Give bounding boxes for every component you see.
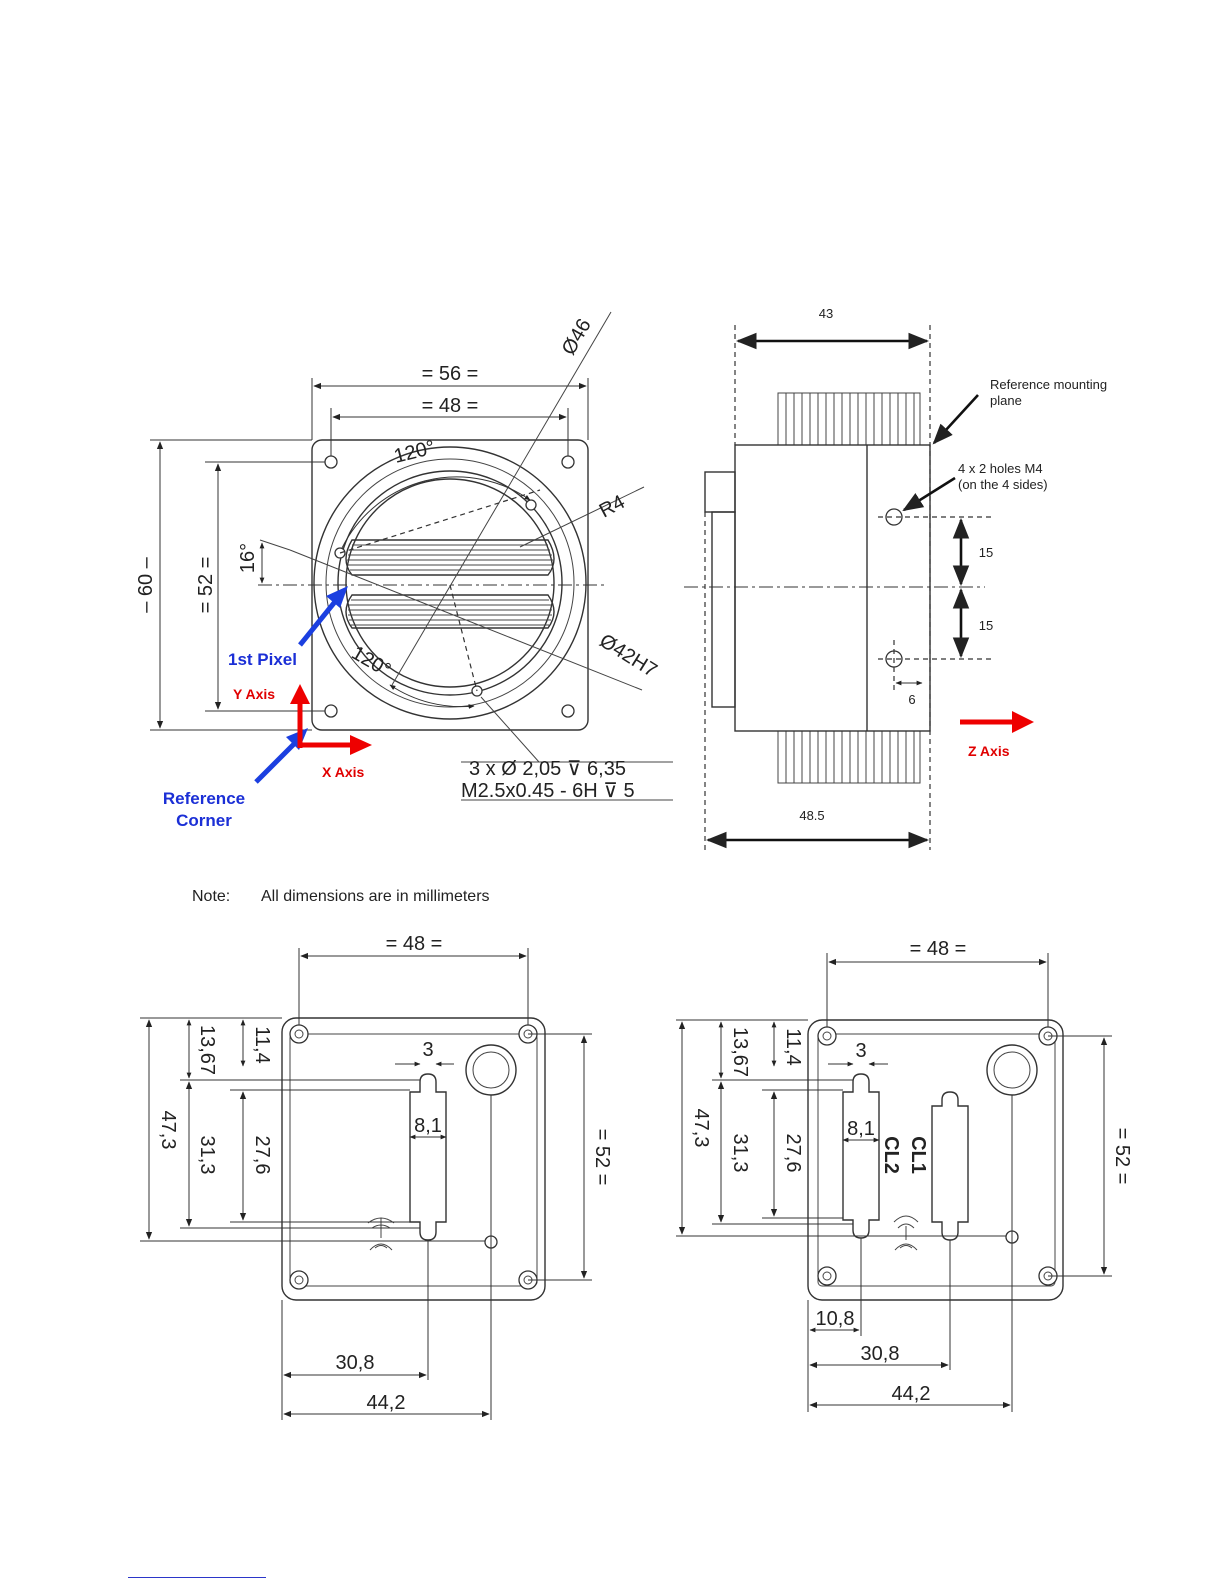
- z-axis-label: Z Axis: [968, 743, 1010, 759]
- note-text: All dimensions are in millimeters: [261, 888, 490, 905]
- threaded-hole: [525, 499, 537, 511]
- first-pixel-label: 1st Pixel: [228, 650, 297, 669]
- front-view: = 56 = = 48 = – 60 – = 52 = 16° 120° 120…: [135, 311, 673, 830]
- sensor-area: [345, 539, 555, 629]
- reference-plane-label-2: plane: [990, 393, 1022, 408]
- mount-ring-outer: [313, 446, 587, 720]
- holes-label-1: 4 x 2 holes M4: [958, 461, 1043, 476]
- note-label: Note:: [192, 888, 230, 905]
- back-right-dim-44-2: 44,2: [892, 1383, 931, 1405]
- front-dia-42: Ø42H7: [595, 630, 660, 682]
- front-dim-48: = 48 =: [422, 395, 479, 417]
- back-left-dim-47-3: 47,3: [157, 1111, 179, 1150]
- back-right-dim-10-8: 10,8: [816, 1308, 855, 1330]
- back-right-dim-13-67: 13,67: [729, 1027, 751, 1077]
- side-dim-15-top: 15: [979, 545, 993, 560]
- back-right-outline: [807, 1019, 1064, 1301]
- reference-corner-label-2: Corner: [176, 811, 232, 830]
- cameralink-connector-cl2: [842, 1073, 880, 1239]
- side-dim-15-bottom: 15: [979, 618, 993, 633]
- back-right-dim-3: 3: [855, 1040, 866, 1062]
- back-left-dim-11-4: 11,4: [251, 1026, 273, 1063]
- fins-top: [777, 392, 921, 446]
- side-hole-m4: [885, 508, 903, 526]
- back-right-dim-47-3: 47,3: [690, 1109, 712, 1148]
- back-left-dim-44-2: 44,2: [367, 1392, 406, 1414]
- ground-symbol: [893, 1215, 919, 1251]
- side-body-outline: [734, 444, 931, 732]
- ground-symbol: [367, 1217, 395, 1251]
- front-dim-60: – 60 –: [135, 556, 157, 612]
- side-dim-6: 6: [908, 692, 915, 707]
- footer-link-underline: [128, 1577, 266, 1578]
- back-left-dim-8-1: 8,1: [414, 1115, 442, 1137]
- back-left-dim-31-3: 31,3: [196, 1136, 218, 1175]
- back-right-dim-31-3: 31,3: [729, 1134, 751, 1173]
- connector-cl1-label: CL1: [907, 1136, 929, 1174]
- back-right-dim-11-4: 11,4: [782, 1028, 804, 1065]
- back-left-dim-52: = 52 =: [591, 1129, 613, 1186]
- corner-hole: [817, 1026, 837, 1046]
- cameralink-connector: [409, 1073, 447, 1241]
- back-right-dim-27-6: 27,6: [782, 1134, 804, 1173]
- back-view-right: CL2 CL1 = 48 = = 52 = 47,3 13,67 31,3 11…: [676, 938, 1133, 1412]
- back-right-dim-30-8: 30,8: [861, 1343, 900, 1365]
- first-pixel-arrow: [298, 596, 340, 647]
- back-right-dim-8-1: 8,1: [847, 1118, 875, 1140]
- back-right-dim-48: = 48 =: [910, 938, 967, 960]
- y-axis-label: Y Axis: [233, 686, 275, 702]
- corner-hole: [817, 1266, 837, 1286]
- corner-hole: [324, 704, 338, 718]
- side-dim-48-5: 48.5: [799, 808, 824, 823]
- back-left-dim-3: 3: [422, 1039, 433, 1061]
- front-angle-120-top: 120°: [392, 437, 437, 468]
- note: Note: All dimensions are in millimeters: [192, 888, 490, 905]
- hole-spec-line-2: M2.5x0.45 - 6H ⊽ 5: [461, 780, 635, 802]
- corner-hole: [561, 455, 575, 469]
- back-left-dim-27-6: 27,6: [251, 1136, 273, 1175]
- front-radius-r4: R4: [596, 491, 629, 522]
- fins-bottom: [777, 730, 921, 784]
- reference-plane-label-1: Reference mounting: [990, 377, 1107, 392]
- side-view: 15 15 6 43 48.5 Reference mounting plane…: [684, 306, 1107, 850]
- back-left-outline: [281, 1017, 546, 1301]
- front-dia-46: Ø46: [558, 315, 596, 359]
- front-dim-52: = 52 =: [195, 557, 217, 614]
- corner-hole: [561, 704, 575, 718]
- back-left-dim-48: = 48 =: [386, 933, 443, 955]
- back-right-dim-52: = 52 =: [1111, 1128, 1133, 1185]
- hole-spec-line-1: 3 x Ø 2,05 ⊽ 6,35: [469, 758, 626, 780]
- back-left-dim-30-8: 30,8: [336, 1352, 375, 1374]
- reference-corner-label-1: Reference: [163, 789, 245, 808]
- x-axis-label: X Axis: [322, 764, 364, 780]
- connector-cl2-label: CL2: [880, 1136, 902, 1174]
- corner-hole: [324, 455, 338, 469]
- front-angle-16: 16°: [237, 543, 259, 573]
- back-view-left: = 48 = = 52 = 47,3 13,67 31,3 11,4 27,6 …: [140, 933, 613, 1420]
- lens-mount-flange: [711, 511, 736, 708]
- lens-mount-stub: [704, 471, 736, 513]
- back-left-dim-13-67: 13,67: [196, 1025, 218, 1075]
- reference-corner-arrow: [254, 738, 300, 784]
- holes-label-2: (on the 4 sides): [958, 477, 1048, 492]
- front-dim-56: = 56 =: [422, 363, 479, 385]
- corner-hole: [289, 1270, 309, 1290]
- corner-hole: [289, 1024, 309, 1044]
- side-dim-43: 43: [819, 306, 833, 321]
- cameralink-connector-cl1: [931, 1091, 969, 1241]
